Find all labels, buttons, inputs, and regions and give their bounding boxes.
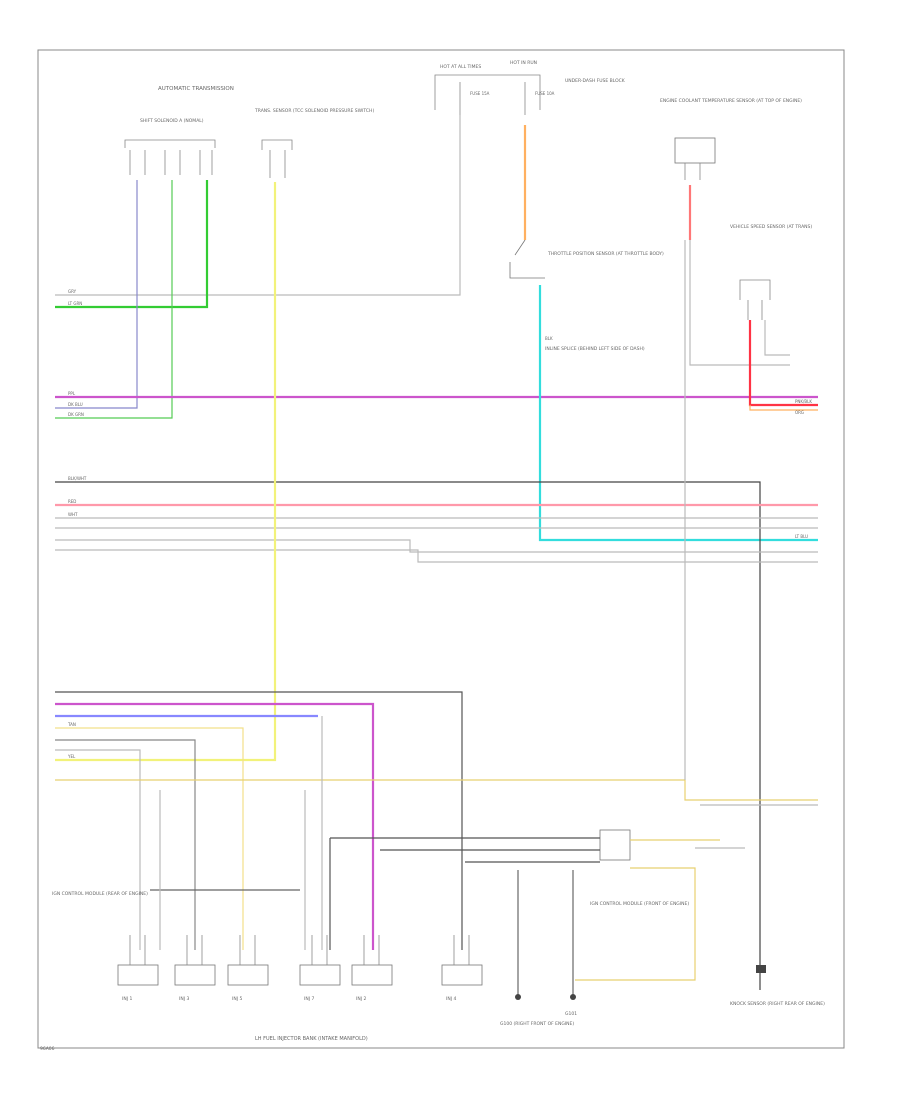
label-injector-7: INJ 7 xyxy=(304,996,314,1002)
label-injector-4: INJ 4 xyxy=(446,996,456,1002)
inline-splice-box xyxy=(599,829,631,861)
wire-label-wht: WHT xyxy=(68,512,78,517)
wire-label-yel: YEL xyxy=(67,754,76,759)
wire-label-ppl: PPL xyxy=(68,391,76,396)
wire-gray-fuse xyxy=(55,115,461,296)
injector-3 xyxy=(174,935,216,986)
vss-connector xyxy=(739,279,771,320)
wire-green-1 xyxy=(55,180,209,309)
label-fuse-a: FUSE 15A xyxy=(470,91,490,96)
label-ecm-right: IGN CONTROL MODULE (FRONT OF ENGINE) xyxy=(590,901,689,907)
coolant-sensor-connector xyxy=(674,137,716,180)
label-ground-b: G101 xyxy=(565,1011,577,1017)
wire-label-dk-blu: DK BLU xyxy=(68,402,83,407)
wire-label-dk-grn: DK GRN xyxy=(68,412,84,417)
wire-label-lt-grn: LT GRN xyxy=(68,301,82,306)
label-injector-1: INJ 1 xyxy=(122,996,132,1002)
knock-sensor-symbol xyxy=(756,965,766,973)
wire-gray-4 xyxy=(55,549,818,563)
injector-7 xyxy=(299,935,341,986)
wire-cyan xyxy=(538,285,818,542)
label-ecm-left: IGN CONTROL MODULE (REAR OF ENGINE) xyxy=(52,891,148,897)
wire-dark-long xyxy=(55,481,761,990)
wire-label-blk: BLK xyxy=(545,336,553,341)
injector-4 xyxy=(441,935,483,986)
wire-label-blk-wht: BLK/WHT xyxy=(68,476,87,481)
wire-label-org: ORG xyxy=(795,410,804,415)
wire-gray-vss xyxy=(764,320,790,356)
wire-label-red: RED xyxy=(68,499,76,504)
label-coolant-sensor: ENGINE COOLANT TEMPERATURE SENSOR (AT TO… xyxy=(660,98,802,104)
label-injector-bank: LH FUEL INJECTOR BANK (INTAKE MANIFOLD) xyxy=(255,1036,368,1042)
diagram-frame xyxy=(37,49,845,1049)
label-splice: INLINE SPLICE (BEHIND LEFT SIDE OF DASH) xyxy=(545,346,645,352)
diagram-code: 96A06 xyxy=(40,1046,55,1052)
label-injector-3: INJ 3 xyxy=(179,996,189,1002)
injector-2 xyxy=(351,935,393,986)
wire-orange-vss xyxy=(749,405,818,411)
wire-label-lt-blu: LT BLU xyxy=(795,534,808,539)
wire-label-pnk-blk: PNK/BLK xyxy=(795,399,812,404)
wire-blue-1 xyxy=(55,180,138,409)
wire-tan-lower xyxy=(55,727,244,950)
ground-a-symbol xyxy=(515,994,521,1000)
label-injector-2: INJ 2 xyxy=(356,996,366,1002)
wire-yellow-right xyxy=(55,779,818,801)
wire-label-gry: GRY xyxy=(68,289,77,294)
wire-green-2 xyxy=(55,180,173,419)
wire-label-tan: TAN xyxy=(67,722,76,727)
label-knock-sensor: KNOCK SENSOR (RIGHT REAR OF ENGINE) xyxy=(730,1001,825,1007)
label-throttle-sensor: THROTTLE POSITION SENSOR (AT THROTTLE BO… xyxy=(547,251,664,257)
label-ground-a: G100 (RIGHT FRONT OF ENGINE) xyxy=(500,1021,574,1027)
label-hot-run: HOT IN RUN xyxy=(510,60,537,66)
label-shift-solenoid: SHIFT SOLENOID A (NOMAL) xyxy=(140,118,204,124)
fuse-block xyxy=(434,74,541,115)
wire-gray-lower-2 xyxy=(55,749,141,950)
wire-red-vss xyxy=(748,320,818,407)
label-under-dash: UNDER-DASH FUSE BLOCK xyxy=(565,78,626,84)
wire-gray-coolant xyxy=(689,240,790,366)
wire-purple-lower xyxy=(55,702,375,950)
shift-solenoid-connector xyxy=(124,139,216,175)
label-trans-sensor: TRANS. SENSOR (TCC SOLENOID PRESSURE SWI… xyxy=(254,108,374,114)
title-auto-trans: AUTOMATIC TRANSMISSION xyxy=(158,86,234,92)
ground-b-symbol xyxy=(570,994,576,1000)
wire-gray-lower-1 xyxy=(55,739,196,950)
wire-yellow-long xyxy=(55,182,277,762)
wire-dark-bundle xyxy=(55,691,463,950)
injector-1 xyxy=(117,935,159,986)
label-fuse-b: FUSE 10A xyxy=(535,91,555,96)
label-hot-fuse: HOT AT ALL TIMES xyxy=(440,64,481,70)
throttle-sensor-symbol xyxy=(509,239,545,279)
label-injector-5: INJ 5 xyxy=(232,996,242,1002)
injector-5 xyxy=(227,935,269,986)
wire-splice-yellow-2 xyxy=(575,867,696,981)
label-vss: VEHICLE SPEED SENSOR (AT TRANS) xyxy=(730,224,812,230)
wire-gray-3 xyxy=(55,539,818,553)
trans-sensor-connector xyxy=(261,139,293,178)
